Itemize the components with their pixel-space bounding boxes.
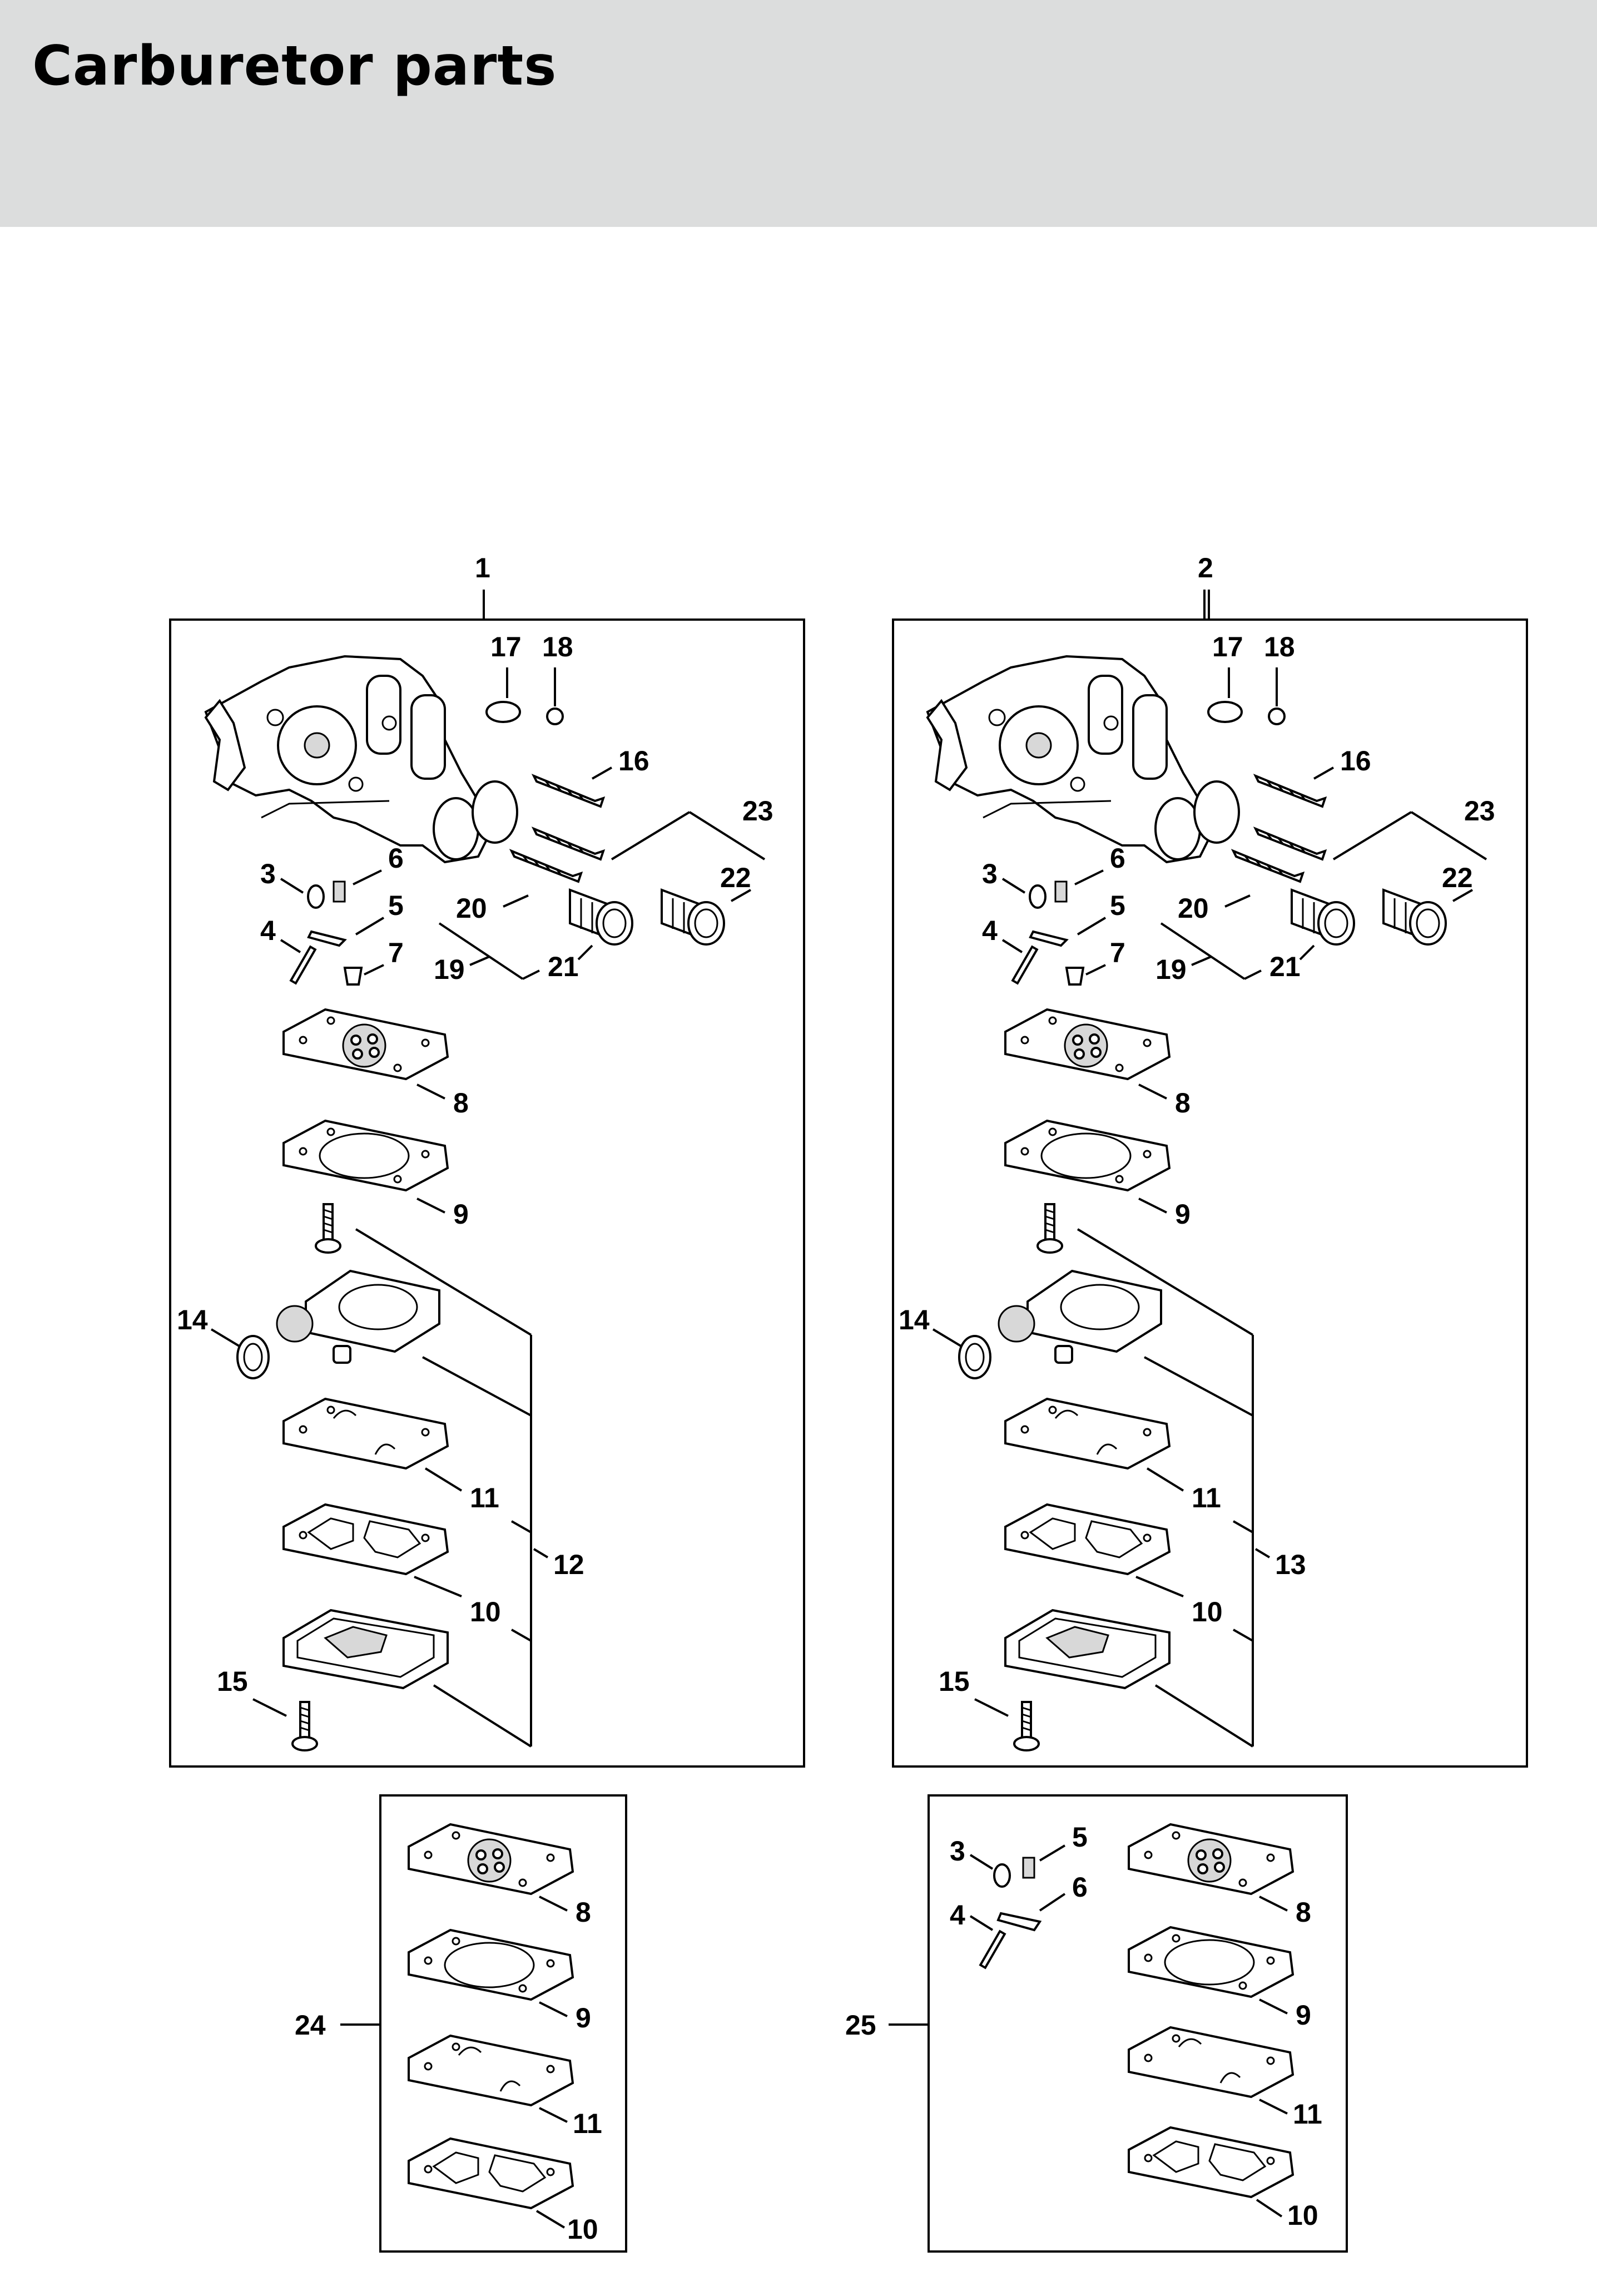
kit-25-label-10: 10: [1287, 2200, 1318, 2231]
label-19: 19: [1155, 954, 1187, 985]
label-4: 4: [982, 915, 998, 946]
label-20: 20: [1178, 893, 1209, 924]
label-8: 8: [453, 1087, 469, 1119]
label-5: 5: [388, 890, 404, 921]
label-assembly-1: 1: [475, 552, 490, 583]
kit-25: 25 3 5 4 6 8 9 11 10: [845, 1794, 1348, 2253]
label-6: 6: [388, 843, 404, 874]
label-21: 21: [1269, 951, 1301, 982]
kit-24-label-11: 11: [573, 2108, 602, 2139]
label-8: 8: [1175, 1087, 1191, 1119]
kit-25-label-8: 8: [1296, 1897, 1311, 1928]
label-4: 4: [260, 915, 276, 946]
label-16: 16: [1340, 745, 1371, 776]
kit-24-label-10: 10: [567, 2214, 598, 2245]
label-7: 7: [388, 937, 404, 968]
kit-24: 24 8 9 11 10: [295, 1794, 627, 2253]
label-18: 18: [1264, 631, 1295, 662]
label-3: 3: [260, 858, 276, 889]
label-14: 14: [899, 1304, 930, 1335]
label-14: 14: [177, 1304, 208, 1335]
label-20: 20: [456, 893, 487, 924]
header-bar: Carburetor parts: [0, 0, 1597, 227]
label-kit-25: 25: [845, 2010, 876, 2041]
label-3: 3: [982, 858, 998, 889]
label-21: 21: [548, 951, 579, 982]
label-10: 10: [1192, 1596, 1223, 1627]
assembly-2: 2: [892, 552, 1528, 1768]
label-15: 15: [217, 1666, 248, 1697]
label-18: 18: [542, 631, 573, 662]
label-9: 9: [453, 1199, 469, 1230]
label-6: 6: [1110, 843, 1125, 874]
kit-25-label-11: 11: [1293, 2099, 1322, 2130]
label-5: 5: [1110, 890, 1125, 921]
label-23: 22: [720, 862, 751, 893]
label-assembly-2: 2: [1198, 552, 1213, 583]
kit-24-label-9: 9: [576, 2002, 591, 2033]
label-9: 9: [1175, 1199, 1191, 1230]
kit-25-label-3: 3: [950, 1835, 965, 1867]
kit-24-label-8: 8: [576, 1897, 591, 1928]
label-7: 7: [1110, 937, 1125, 968]
label-23: 22: [1442, 862, 1473, 893]
kit-25-label-5: 5: [1072, 1822, 1088, 1853]
label-17: 17: [1212, 631, 1243, 662]
label-19: 19: [434, 954, 465, 985]
label-11: 11: [470, 1482, 499, 1513]
label-16: 16: [618, 745, 649, 776]
label-22: 23: [1464, 795, 1495, 827]
assembly-1: 1 17 18 16 23 20 21 22 19: [169, 552, 805, 1768]
label-15: 15: [939, 1666, 970, 1697]
kit-25-label-6: 6: [1072, 1872, 1088, 1903]
label-10: 10: [470, 1596, 501, 1627]
label-17: 17: [490, 631, 522, 662]
kit-25-label-4: 4: [950, 1899, 965, 1931]
label-13: 13: [1275, 1549, 1306, 1580]
label-22: 23: [742, 795, 773, 827]
label-kit-24: 24: [295, 2010, 326, 2041]
kit-25-label-9: 9: [1296, 2000, 1311, 2031]
label-11: 11: [1192, 1482, 1221, 1513]
assembly-1-frame: [169, 618, 805, 1768]
page-title: Carburetor parts: [32, 34, 557, 98]
label-12: 12: [553, 1549, 584, 1580]
